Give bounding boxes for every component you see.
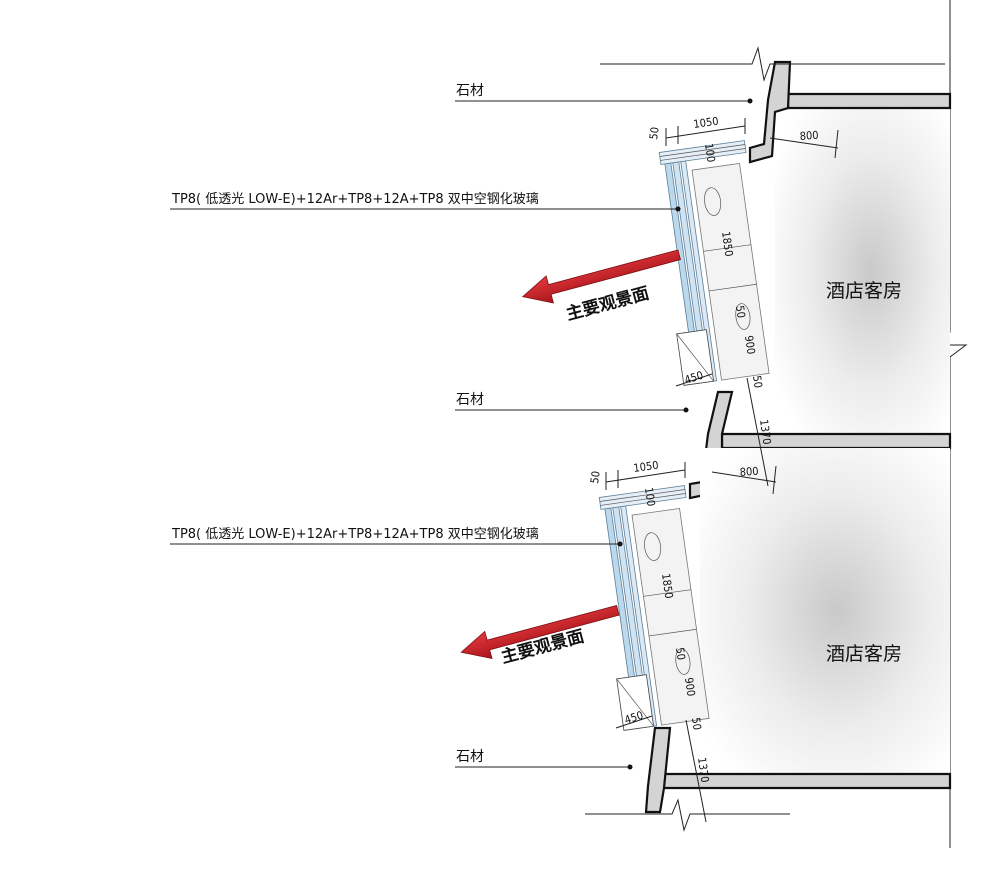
bottom-break-line: [585, 798, 790, 832]
upper-wall-profile: [748, 60, 792, 164]
dim-800-lower: 800: [739, 465, 759, 479]
dim-450-upper: 450: [683, 369, 705, 387]
lower-wall-profile: [644, 726, 672, 814]
dim-50-bot-lower: 50: [689, 717, 704, 731]
dim-1370-lower: 1370: [695, 757, 711, 784]
dim-50-bot-upper: 50: [750, 375, 765, 389]
dim-900-upper: 900: [742, 335, 758, 356]
upper-bay-window: [658, 140, 770, 386]
dim-50-mid-lower: 50: [673, 647, 688, 661]
lower-top-frame: [598, 485, 687, 510]
upper-room-interior: [775, 108, 950, 434]
dim-900-lower: 900: [682, 677, 698, 698]
dim-100-lower: 100: [642, 487, 658, 508]
upper-top-frame: [658, 140, 747, 165]
glass-spec-label-lower: TP8( 低透光 LOW-E)+12Ar+TP8+12A+TP8 双中空钢化玻璃: [171, 527, 539, 542]
room-label-upper: 酒店客房: [826, 280, 902, 302]
upper-interior-panel: [691, 163, 770, 381]
stone-label-middle: 石材: [456, 392, 484, 408]
lower-room: 酒店客房: [644, 448, 952, 814]
glass-spec-label-upper: TP8( 低透光 LOW-E)+12Ar+TP8+12A+TP8 双中空钢化玻璃: [171, 192, 539, 207]
dimensions-lower: 50 1050 100 800 1850 50 900 450 50 1370: [588, 459, 777, 823]
dim-1050-lower: 1050: [633, 459, 660, 475]
dim-50-mid-upper: 50: [733, 305, 748, 319]
dim-50-top-lower: 50: [588, 470, 603, 484]
dim-1050-upper: 1050: [693, 115, 720, 131]
lower-interior-panel: [631, 508, 710, 726]
stone-label-bottom: 石材: [456, 749, 484, 765]
room-label-lower: 酒店客房: [826, 643, 902, 665]
dim-50-top-upper: 50: [647, 126, 662, 140]
lower-room-interior: [700, 448, 950, 774]
dim-800-upper: 800: [799, 129, 819, 143]
view-arrow-upper: [521, 249, 681, 304]
dim-100-upper: 100: [702, 143, 718, 164]
dim-1850-lower: 1850: [659, 573, 675, 600]
dim-1370-upper: 1370: [757, 419, 773, 446]
lower-bay-window: [598, 485, 710, 731]
dim-1850-upper: 1850: [719, 231, 735, 258]
top-break-line: [600, 46, 945, 82]
view-label-upper: 主要观景面: [564, 283, 652, 325]
dim-450-lower: 450: [623, 709, 645, 727]
middle-slab: [720, 432, 952, 450]
view-arrow-lower: [460, 604, 620, 660]
upper-slab-top: [786, 92, 952, 110]
dimensions-upper: 50 1050 100 800 1850 50 900 450 50 1370: [647, 115, 839, 487]
stone-label-top: 石材: [456, 83, 484, 99]
